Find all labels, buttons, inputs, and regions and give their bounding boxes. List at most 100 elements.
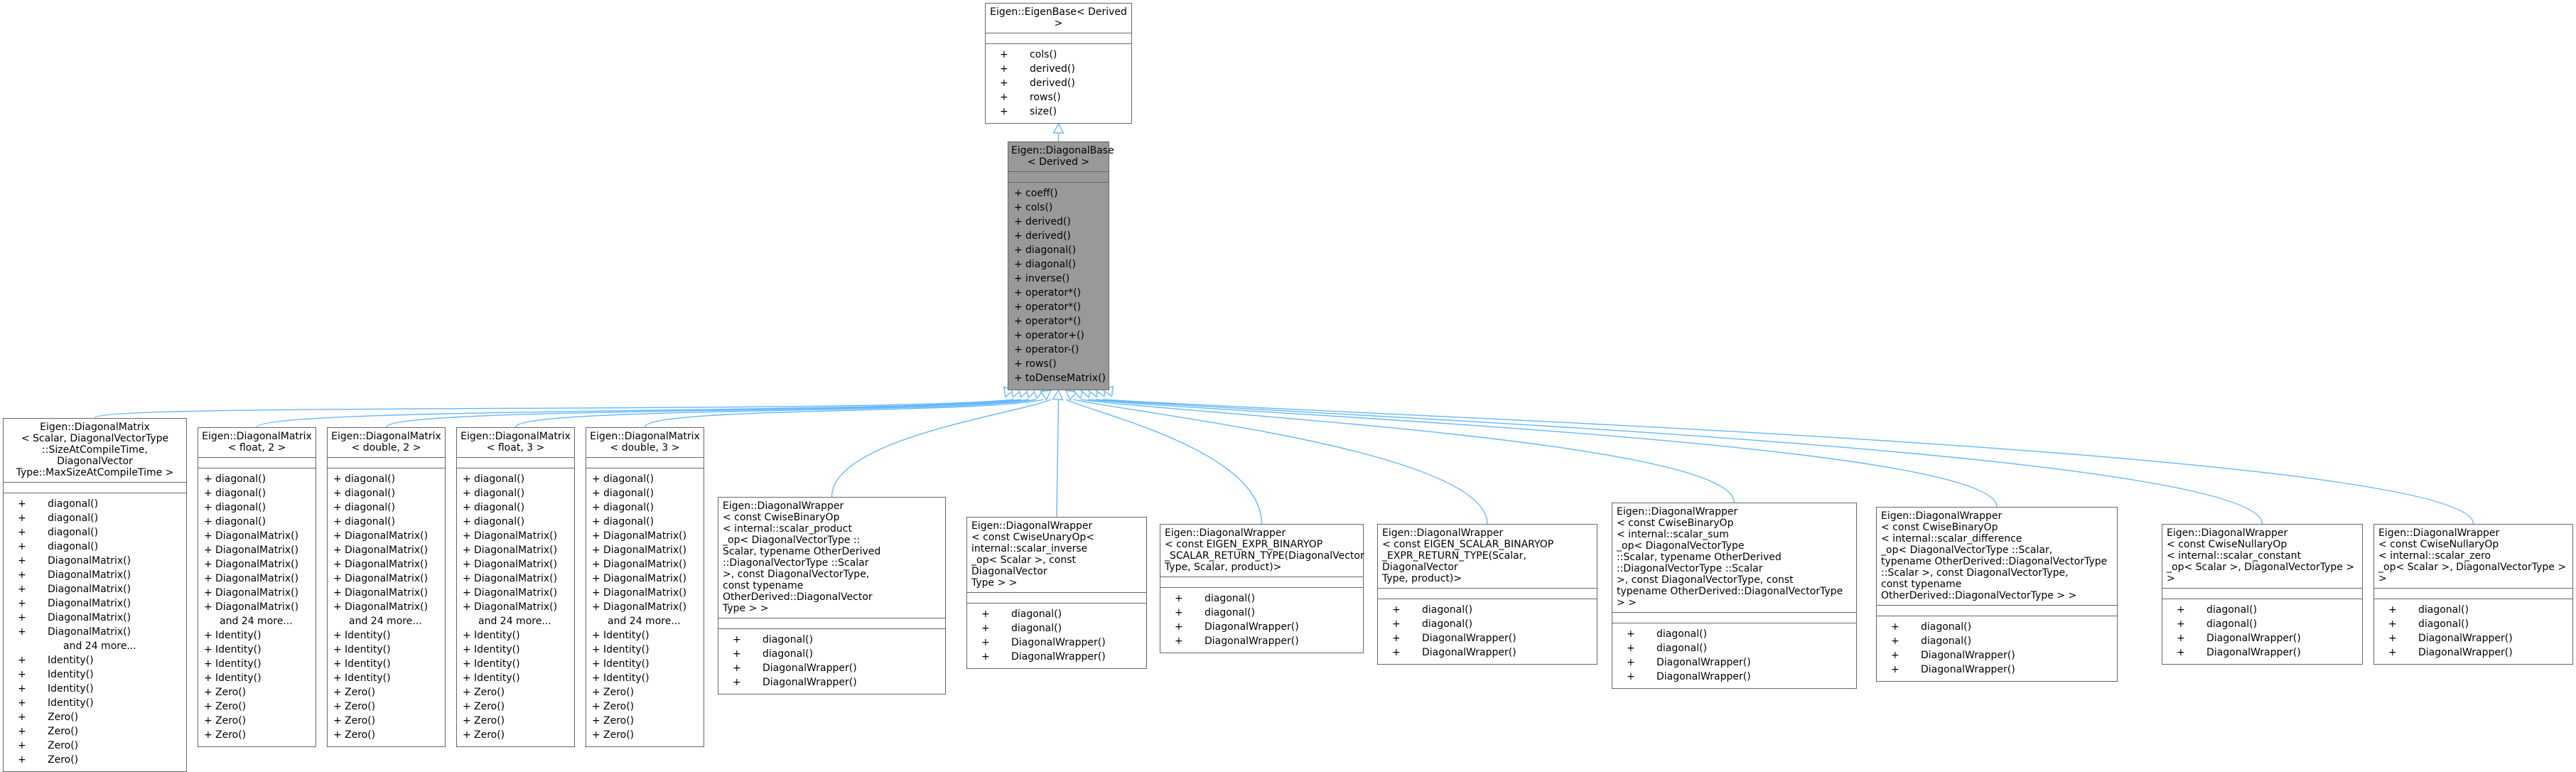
member-function[interactable]: +operator*() xyxy=(1014,314,1106,328)
member-function[interactable]: +size() xyxy=(1000,104,1128,119)
class-box-diagonalmatrix-double-2[interactable]: Eigen::DiagonalMatrix< double, 2 > +diag… xyxy=(327,427,446,747)
member-function[interactable]: +rows() xyxy=(1014,357,1106,371)
member-function[interactable]: +diagonal() xyxy=(733,633,942,647)
member-function[interactable]: +diagonal() xyxy=(333,500,442,515)
member-function[interactable]: +DiagonalWrapper() xyxy=(1392,645,1594,660)
member-function[interactable]: +Zero() xyxy=(204,728,313,742)
member-function[interactable]: +diagonal() xyxy=(18,497,183,511)
member-function[interactable]: +Zero() xyxy=(463,699,571,714)
member-function[interactable]: +Identity() xyxy=(592,643,701,657)
member-function[interactable]: +DiagonalMatrix() xyxy=(592,543,701,557)
member-function[interactable]: +DiagonalWrapper() xyxy=(1627,670,1853,684)
member-function[interactable]: +operator+() xyxy=(1014,328,1106,343)
more-members-note[interactable]: and 24 more... xyxy=(478,616,551,627)
member-function[interactable]: +diagonal() xyxy=(733,647,942,661)
member-function[interactable]: +Zero() xyxy=(592,728,701,742)
member-function[interactable]: +Identity() xyxy=(18,668,183,682)
class-box-diagonalwrapper-difference[interactable]: Eigen::DiagonalWrapper< const CwiseBinar… xyxy=(1876,507,2118,682)
member-function[interactable]: +cols() xyxy=(1000,48,1128,62)
member-function[interactable]: +Identity() xyxy=(18,653,183,668)
member-function[interactable]: +DiagonalMatrix() xyxy=(204,557,313,572)
member-function[interactable]: +DiagonalMatrix() xyxy=(18,611,183,625)
member-function[interactable]: +Identity() xyxy=(204,671,313,685)
member-function[interactable]: +Identity() xyxy=(333,671,442,685)
class-box-diagonalwrapper-constant[interactable]: Eigen::DiagonalWrapper< const CwiseNulla… xyxy=(2162,524,2363,665)
member-function[interactable]: +DiagonalWrapper() xyxy=(1627,655,1853,670)
member-function[interactable]: +DiagonalMatrix() xyxy=(204,572,313,586)
member-function[interactable]: +Identity() xyxy=(592,657,701,671)
member-function[interactable]: +DiagonalMatrix() xyxy=(333,586,442,600)
member-function[interactable]: +Zero() xyxy=(333,685,442,699)
member-function[interactable]: +DiagonalMatrix() xyxy=(463,529,571,543)
member-function[interactable]: +DiagonalMatrix() xyxy=(18,582,183,596)
class-box-diagonalwrapper-inverse[interactable]: Eigen::DiagonalWrapper< const CwiseUnary… xyxy=(966,517,1147,669)
more-members-note[interactable]: and 24 more... xyxy=(220,616,293,627)
member-function[interactable]: +DiagonalWrapper() xyxy=(2177,631,2359,645)
member-function[interactable]: +diagonal() xyxy=(1627,627,1853,641)
member-function[interactable]: +Zero() xyxy=(592,685,701,699)
more-members-note[interactable]: and 24 more... xyxy=(349,616,422,627)
member-function[interactable]: +DiagonalWrapper() xyxy=(733,661,942,675)
member-function[interactable]: +Zero() xyxy=(204,685,313,699)
member-function[interactable]: +diagonal() xyxy=(981,621,1143,636)
member-function[interactable]: +DiagonalMatrix() xyxy=(592,529,701,543)
member-function[interactable]: +diagonal() xyxy=(592,472,701,486)
member-function[interactable]: +diagonal() xyxy=(1014,243,1106,257)
member-function[interactable]: +diagonal() xyxy=(592,500,701,515)
member-function[interactable]: +coeff() xyxy=(1014,186,1106,200)
member-function[interactable]: +Zero() xyxy=(333,714,442,728)
member-function[interactable]: +diagonal() xyxy=(333,486,442,500)
member-function[interactable]: +Identity() xyxy=(463,671,571,685)
member-function[interactable]: +Zero() xyxy=(18,710,183,724)
member-function[interactable]: +DiagonalMatrix() xyxy=(592,557,701,572)
member-function[interactable]: +Identity() xyxy=(463,657,571,671)
member-function[interactable]: +diagonal() xyxy=(204,472,313,486)
class-box-diagonalwrapper-sum[interactable]: Eigen::DiagonalWrapper< const CwiseBinar… xyxy=(1612,503,1857,689)
member-function[interactable]: +diagonal() xyxy=(1392,603,1594,617)
member-function[interactable]: +diagonal() xyxy=(204,486,313,500)
class-box-diagonalwrapper-expr-binaryop[interactable]: Eigen::DiagonalWrapper< const EIGEN_EXPR… xyxy=(1160,524,1364,653)
member-function[interactable]: +Identity() xyxy=(333,628,442,643)
member-function[interactable]: +Identity() xyxy=(204,643,313,657)
member-function[interactable]: +diagonal() xyxy=(1175,606,1360,620)
class-box-diagonalwrapper-product[interactable]: Eigen::DiagonalWrapper< const CwiseBinar… xyxy=(718,497,946,695)
member-function[interactable]: +operator*() xyxy=(1014,286,1106,300)
member-function[interactable]: +operator*() xyxy=(1014,300,1106,314)
member-function[interactable]: +rows() xyxy=(1000,90,1128,104)
member-function[interactable]: +Zero() xyxy=(463,685,571,699)
member-function[interactable]: +Zero() xyxy=(18,753,183,767)
member-function[interactable]: +DiagonalWrapper() xyxy=(1175,634,1360,648)
member-function[interactable]: +DiagonalMatrix() xyxy=(18,625,183,639)
member-function[interactable]: +DiagonalMatrix() xyxy=(592,600,701,614)
member-function[interactable]: +Identity() xyxy=(18,682,183,696)
more-members-note[interactable]: and 24 more... xyxy=(63,640,136,652)
member-function[interactable]: +inverse() xyxy=(1014,272,1106,286)
class-box-eigenbase[interactable]: Eigen::EigenBase< Derived > +cols()+deri… xyxy=(985,3,1132,124)
member-function[interactable]: +diagonal() xyxy=(463,515,571,529)
member-function[interactable]: +DiagonalMatrix() xyxy=(463,543,571,557)
member-function[interactable]: +DiagonalMatrix() xyxy=(204,543,313,557)
class-box-diagonalmatrix-float-3[interactable]: Eigen::DiagonalMatrix< float, 3 > +diago… xyxy=(456,427,575,747)
member-function[interactable]: +DiagonalMatrix() xyxy=(18,596,183,611)
member-function[interactable]: +Zero() xyxy=(463,714,571,728)
member-function[interactable]: +diagonal() xyxy=(592,486,701,500)
member-function[interactable]: +DiagonalWrapper() xyxy=(1891,663,2114,677)
member-function[interactable]: +diagonal() xyxy=(204,500,313,515)
member-function[interactable]: +Zero() xyxy=(333,699,442,714)
member-function[interactable]: +Zero() xyxy=(204,714,313,728)
member-function[interactable]: +Identity() xyxy=(333,657,442,671)
member-function[interactable]: +diagonal() xyxy=(18,511,183,525)
member-function[interactable]: +diagonal() xyxy=(18,540,183,554)
member-function[interactable]: +cols() xyxy=(1014,200,1106,215)
member-function[interactable]: +Identity() xyxy=(463,628,571,643)
member-function[interactable]: +derived() xyxy=(1014,229,1106,243)
member-function[interactable]: +DiagonalWrapper() xyxy=(1392,631,1594,645)
member-function[interactable]: +DiagonalMatrix() xyxy=(463,557,571,572)
member-function[interactable]: +DiagonalWrapper() xyxy=(733,675,942,690)
member-function[interactable]: +toDenseMatrix() xyxy=(1014,371,1106,385)
member-function[interactable]: +Zero() xyxy=(592,714,701,728)
member-function[interactable]: +diagonal() xyxy=(1175,591,1360,606)
member-function[interactable]: +DiagonalMatrix() xyxy=(18,568,183,582)
class-box-diagonalbase[interactable]: Eigen::DiagonalBase< Derived > +coeff()+… xyxy=(1008,141,1114,390)
member-function[interactable]: +Zero() xyxy=(463,728,571,742)
